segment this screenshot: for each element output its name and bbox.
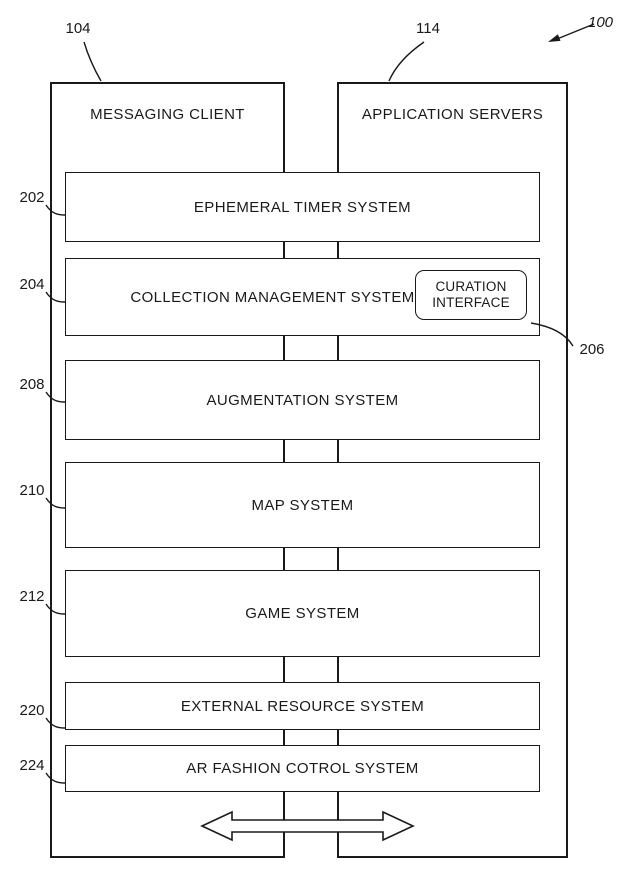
leader-104 <box>83 41 102 82</box>
system-label-game: GAME SYSTEM <box>245 605 360 622</box>
ref-label-208: 208 <box>19 376 45 393</box>
system-label-collection-management: COLLECTION MANAGEMENT SYSTEM <box>130 288 415 306</box>
ref-label-104: 104 <box>65 20 91 37</box>
system-box-external-resource: EXTERNAL RESOURCE SYSTEM <box>65 682 540 730</box>
ref-label-224: 224 <box>19 757 45 774</box>
figure-pointer-arrowhead <box>548 34 561 42</box>
system-box-ephemeral-timer: EPHEMERAL TIMER SYSTEM <box>65 172 540 242</box>
system-box-game: GAME SYSTEM <box>65 570 540 657</box>
ref-label-114: 114 <box>416 20 440 37</box>
system-label-ar-fashion-control: AR FASHION COTROL SYSTEM <box>186 760 419 777</box>
curation-interface-box: CURATION INTERFACE <box>415 270 527 320</box>
system-label-augmentation: AUGMENTATION SYSTEM <box>206 391 399 409</box>
ref-label-210: 210 <box>19 482 45 499</box>
ref-label-204: 204 <box>19 276 45 293</box>
application-servers-label: APPLICATION SERVERS <box>361 106 544 123</box>
ref-label-202: 202 <box>19 189 45 206</box>
system-label-ephemeral-timer: EPHEMERAL TIMER SYSTEM <box>193 198 412 216</box>
ref-label-220: 220 <box>19 702 45 719</box>
system-box-map: MAP SYSTEM <box>65 462 540 548</box>
system-label-map: MAP SYSTEM <box>251 496 354 514</box>
ref-label-206: 206 <box>579 341 605 358</box>
ref-label-212: 212 <box>19 588 45 605</box>
messaging-client-label: MESSAGING CLIENT <box>90 106 245 123</box>
ref-label-100: 100 <box>588 14 614 31</box>
system-box-augmentation: AUGMENTATION SYSTEM <box>65 360 540 440</box>
leader-114 <box>388 41 425 82</box>
system-label-external-resource: EXTERNAL RESOURCE SYSTEM <box>180 697 425 715</box>
system-box-ar-fashion-control: AR FASHION COTROL SYSTEM <box>65 745 540 792</box>
